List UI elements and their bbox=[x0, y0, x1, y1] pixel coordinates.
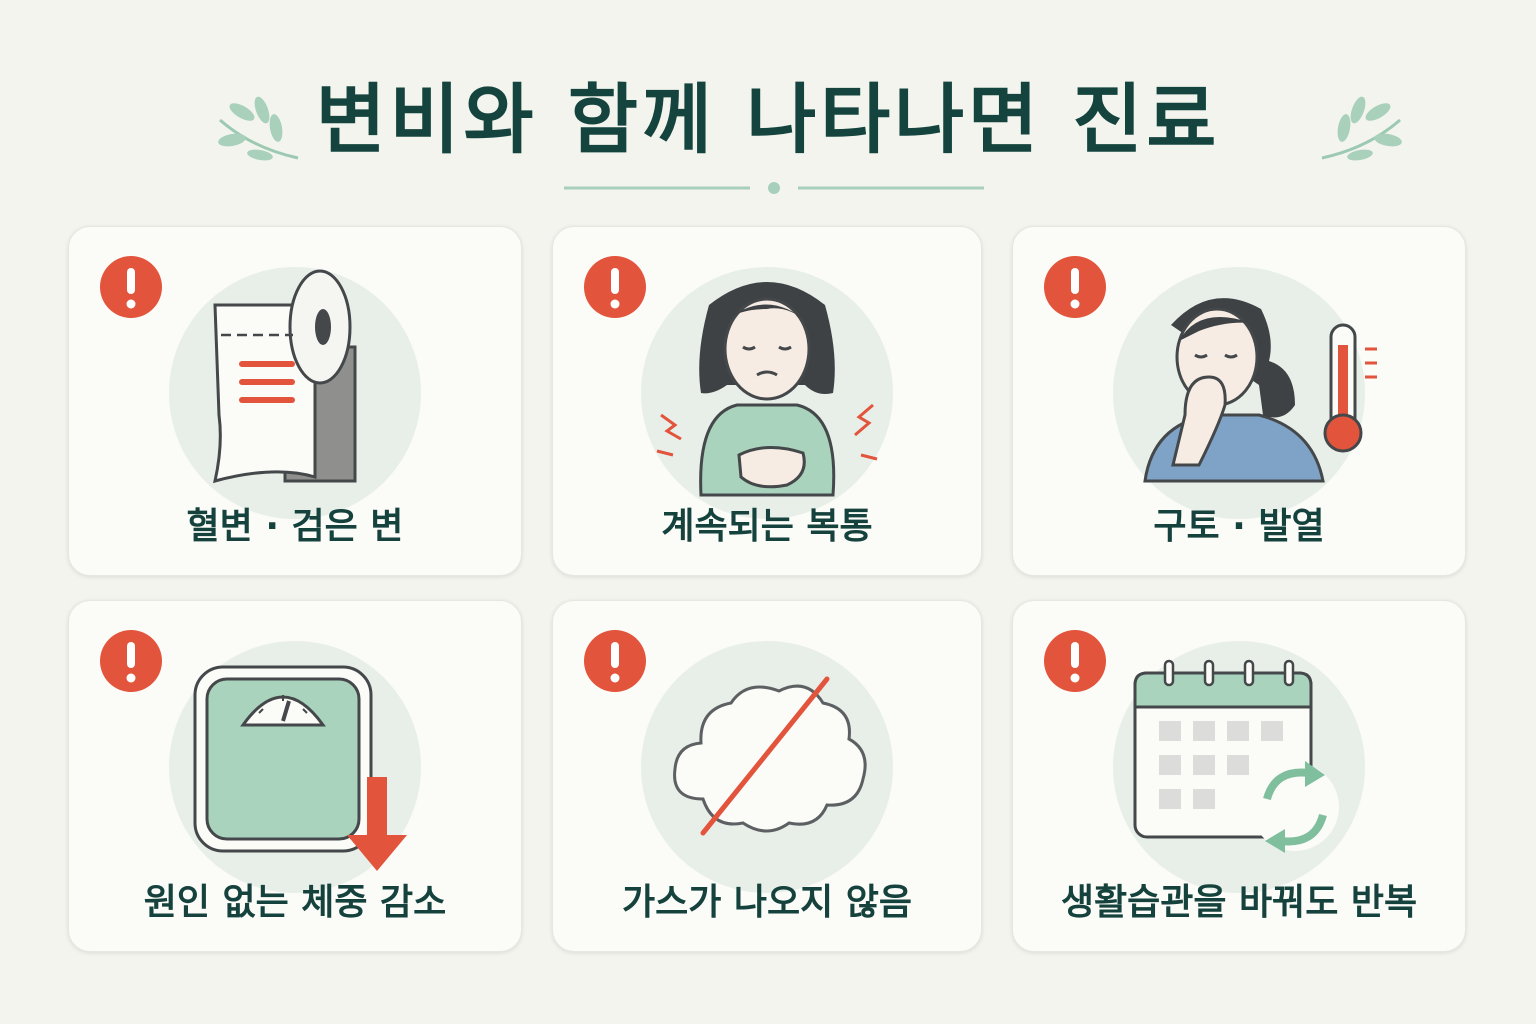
symptom-card-weight-loss: 원인 없는 체중 감소 bbox=[68, 600, 522, 952]
no-gas-cloud-icon bbox=[641, 641, 893, 893]
symptom-label: 구토 · 발열 bbox=[1153, 506, 1325, 547]
symptom-label: 혈변 · 검은 변 bbox=[186, 506, 404, 547]
symptom-card-vomit-fever: 구토 · 발열 bbox=[1012, 226, 1466, 576]
scale-weight-loss-icon bbox=[169, 641, 421, 893]
calendar-repeat-icon bbox=[1113, 641, 1365, 893]
alert-icon bbox=[100, 630, 162, 692]
nausea-fever-person-icon bbox=[1113, 267, 1377, 519]
symptom-label: 생활습관을 바꿔도 반복 bbox=[1060, 882, 1418, 923]
leaf-branch-right-icon bbox=[1321, 96, 1402, 161]
page-title: 변비와 함께 나타나면 진료 bbox=[315, 75, 1221, 164]
alert-icon bbox=[1044, 256, 1106, 318]
symptom-label: 계속되는 복통 bbox=[661, 506, 873, 547]
alert-icon bbox=[584, 630, 646, 692]
symptom-label: 원인 없는 체중 감소 bbox=[143, 882, 447, 923]
symptom-card-no-gas: 가스가 나오지 않음 bbox=[552, 600, 982, 952]
leaf-branch-left-icon bbox=[218, 96, 299, 161]
symptom-card-bloody-stool: 혈변 · 검은 변 bbox=[68, 226, 522, 576]
title-divider bbox=[564, 182, 984, 194]
alert-icon bbox=[584, 256, 646, 318]
alert-icon bbox=[100, 256, 162, 318]
toilet-paper-icon bbox=[169, 267, 421, 519]
symptom-card-abdominal-pain: 계속되는 복통 bbox=[552, 226, 982, 576]
stomachache-person-icon bbox=[641, 267, 893, 519]
symptom-label: 가스가 나오지 않음 bbox=[621, 882, 913, 923]
symptom-card-recurring: 생활습관을 바꿔도 반복 bbox=[1012, 600, 1466, 952]
alert-icon bbox=[1044, 630, 1106, 692]
